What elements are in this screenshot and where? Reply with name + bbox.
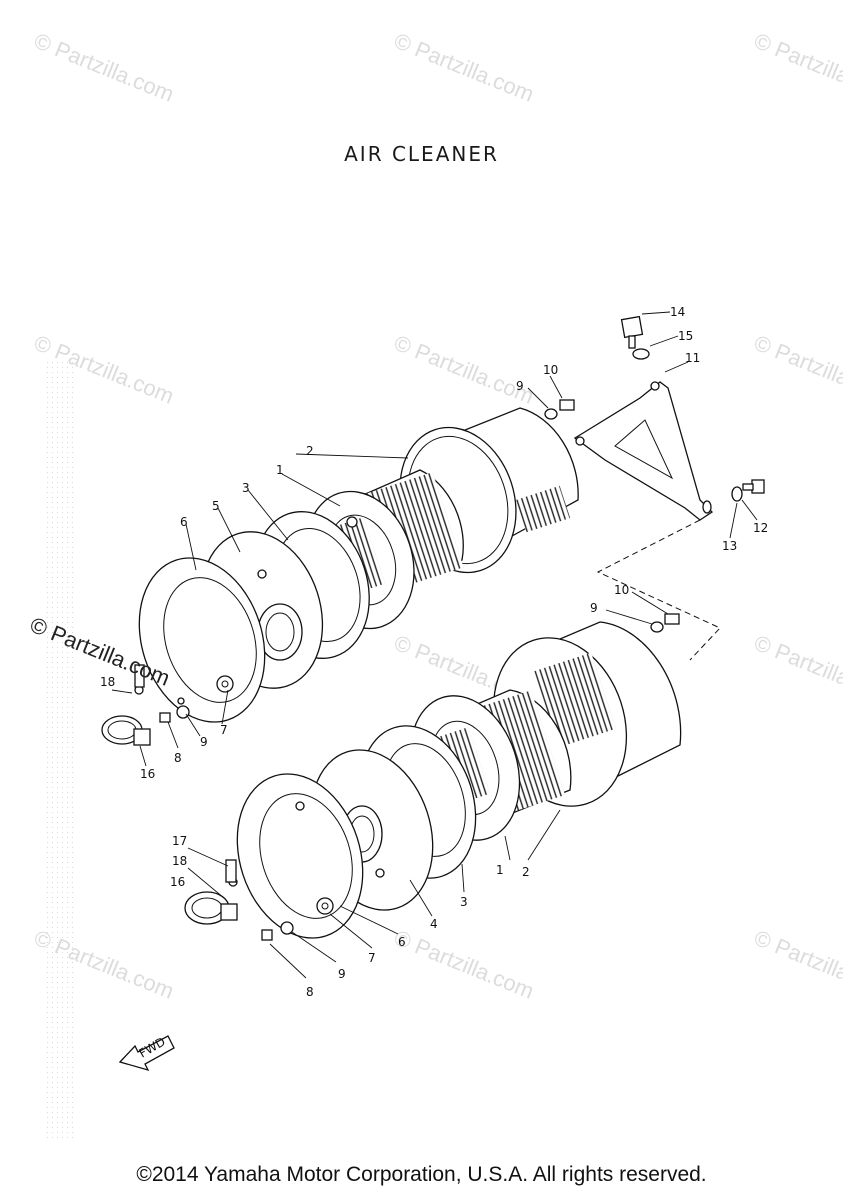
- callout-18-lower: 18: [172, 854, 187, 868]
- callout-14: 14: [670, 305, 685, 319]
- callout-9-upper: 9: [200, 735, 208, 749]
- callout-3-upper: 3: [242, 481, 250, 495]
- callout-7-lower: 7: [368, 951, 376, 965]
- callout-12: 12: [753, 521, 768, 535]
- air-cleaner-case-upper: [399, 407, 579, 574]
- washer-15: [632, 348, 650, 360]
- callout-7-upper: 7: [220, 723, 228, 737]
- washer-9-upper: [544, 408, 558, 420]
- callout-8-upper: 8: [174, 751, 182, 765]
- bolt-14: [620, 315, 644, 349]
- screw-10-upper: [559, 399, 575, 411]
- callout-1-upper: 1: [276, 463, 284, 477]
- screw-10-lower: [664, 613, 680, 625]
- callout-18-upper: 18: [100, 675, 115, 689]
- cover-plate-lower: [236, 773, 364, 939]
- callout-3-lower: 3: [460, 895, 468, 909]
- callout-16-lower: 16: [170, 875, 185, 889]
- callout-11: 11: [685, 351, 700, 365]
- fwd-arrow-icon: [118, 1035, 175, 1072]
- callout-6-lower: 6: [398, 935, 406, 949]
- callout-5-upper: 5: [212, 499, 220, 513]
- bolt-12: [742, 479, 765, 494]
- washer-9-lower: [650, 621, 664, 633]
- washer-13: [731, 486, 743, 502]
- page-title: AIR CLEANER: [344, 142, 499, 166]
- callout-13: 13: [722, 539, 737, 553]
- callout-8-lower: 8: [306, 985, 314, 999]
- callout-9-right-lower: 9: [590, 601, 598, 615]
- callout-10-upper: 10: [543, 363, 558, 377]
- callout-2-lower: 2: [522, 865, 530, 879]
- callout-6-upper: 6: [180, 515, 188, 529]
- scan-speckle: [45, 360, 77, 1140]
- leader-lines: [111, 311, 758, 979]
- callout-2-upper: 2: [306, 444, 314, 458]
- callout-17-lower: 17: [172, 834, 187, 848]
- screw-upper: [159, 697, 190, 723]
- screw-lower: [261, 921, 294, 941]
- callout-16-upper: 16: [140, 767, 155, 781]
- callout-9-right-upper: 9: [516, 379, 524, 393]
- bracket: [573, 381, 714, 521]
- callout-4-lower: 4: [430, 917, 438, 931]
- clamp-band-lower: [184, 859, 238, 925]
- callout-1-lower: 1: [496, 863, 504, 877]
- clamp-band-upper: [101, 664, 151, 746]
- callout-15: 15: [678, 329, 693, 343]
- callout-9-lower: 9: [338, 967, 346, 981]
- callout-10-lower: 10: [614, 583, 629, 597]
- cover-plate-upper: [138, 557, 266, 723]
- copyright-notice: ©2014 Yamaha Motor Corporation, U.S.A. A…: [136, 1163, 707, 1186]
